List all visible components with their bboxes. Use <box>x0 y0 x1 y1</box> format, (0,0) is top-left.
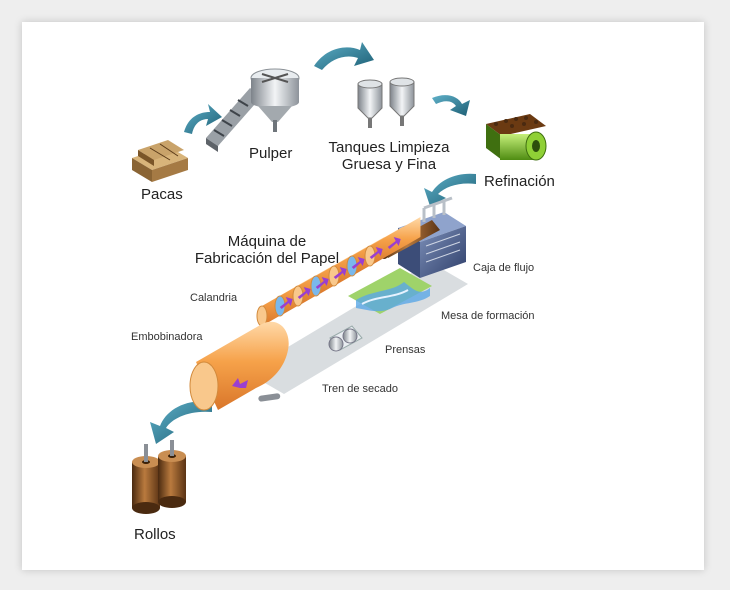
paper-bales-icon <box>132 140 188 182</box>
arrow-pacas-to-pulper <box>184 104 222 134</box>
felt-direction-arrow <box>297 286 311 299</box>
felt-direction-arrow <box>279 296 293 309</box>
label-tanques-line2: Gruesa y Fina <box>341 156 437 173</box>
label-tren-secado: Tren de secado <box>322 383 399 395</box>
felt-direction-arrow <box>351 256 365 269</box>
label-mesa-formacion: Mesa de formación <box>441 310 535 322</box>
felt-direction-arrow <box>333 266 347 279</box>
label-calandria: Calandria <box>190 292 238 304</box>
felt-direction-arrow <box>315 276 329 289</box>
cleaning-tanks-icon <box>357 77 415 128</box>
arrow-machine-to-rollos <box>150 401 212 444</box>
label-caja-flujo: Caja de flujo <box>473 262 535 274</box>
label-tanques-line1: Tanques Limpieza <box>328 139 450 156</box>
paper-machine-icon <box>189 196 468 411</box>
label-rollos: Rollos <box>134 526 176 543</box>
felt-direction-arrow <box>387 236 401 249</box>
label-embobinadora: Embobinadora <box>131 331 203 343</box>
arrow-pulper-to-tanques <box>314 42 374 70</box>
press-section <box>328 325 363 352</box>
arrow-tanques-to-refinacion <box>432 95 470 116</box>
refiner-icon <box>486 114 547 161</box>
label-tanques: Tanques Limpieza Gruesa y Fina <box>326 139 452 173</box>
forming-table <box>348 268 432 314</box>
label-pacas: Pacas <box>141 186 183 203</box>
label-refinacion: Refinación <box>484 173 555 190</box>
label-maquina-line1: Máquina de <box>227 233 307 250</box>
label-maquina: Máquina de Fabricación del Papel <box>192 233 342 267</box>
paper-rolls-icon <box>132 440 186 514</box>
label-maquina-line2: Fabricación del Papel <box>194 250 340 267</box>
winder-roll <box>189 321 289 411</box>
pulper-icon <box>206 68 300 152</box>
arrow-refinacion-to-machine <box>424 173 476 206</box>
label-prensas: Prensas <box>385 344 426 356</box>
label-pulper: Pulper <box>249 145 293 162</box>
felt-direction-arrow <box>369 246 383 259</box>
